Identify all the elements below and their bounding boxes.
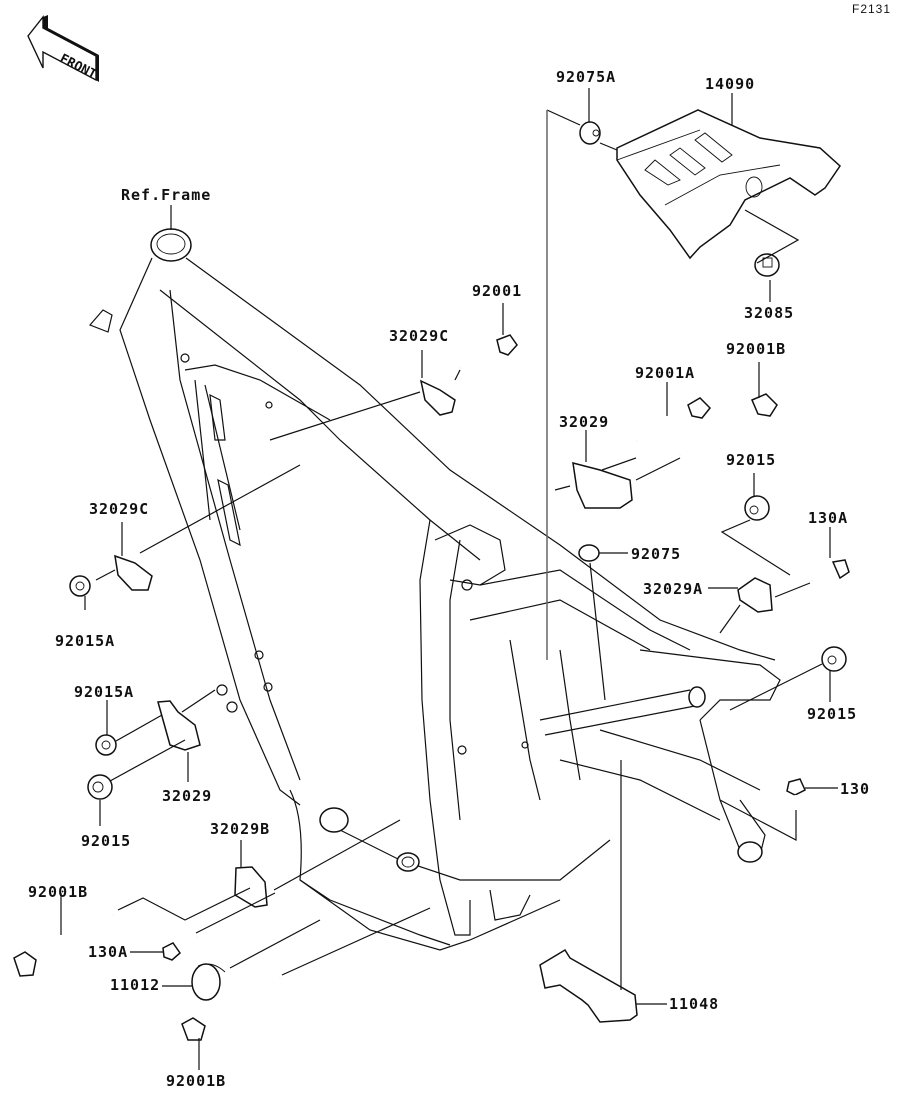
part-92001B-bolt-bottom xyxy=(181,976,281,1041)
front-arrow-icon: FRONT xyxy=(27,14,99,83)
part-32029-bracket-left xyxy=(157,700,201,751)
callout-14090: 14090 xyxy=(705,75,756,93)
callout-32029A: 32029A xyxy=(643,580,704,598)
part-32085-nut xyxy=(754,253,780,277)
part-130-bolt xyxy=(786,778,806,808)
part-92075-grommet xyxy=(578,544,600,562)
callout-92075: 92075 xyxy=(631,545,682,563)
callout-92001A: 92001A xyxy=(635,364,696,382)
callout-92015A-upper: 92015A xyxy=(55,632,116,650)
callout-11012: 11012 xyxy=(110,976,161,994)
part-32029-bracket-right xyxy=(572,461,633,509)
part-92015A-nut-lower xyxy=(95,734,117,756)
part-92001A-bolt xyxy=(636,397,712,443)
callout-92001: 92001 xyxy=(472,282,523,300)
callout-11048: 11048 xyxy=(669,995,720,1013)
motorcycle-frame xyxy=(88,228,781,951)
part-92015-nut-left xyxy=(87,774,113,800)
callout-92001B-left: 92001B xyxy=(28,883,89,901)
part-92001B-bolt-left xyxy=(13,913,114,977)
part-32029C-plate-top xyxy=(419,379,456,416)
callout-92015-right: 92015 xyxy=(807,705,858,723)
part-11048-bracket xyxy=(539,948,638,1023)
part-92015A-nut-upper xyxy=(69,575,91,597)
leader-lines xyxy=(60,88,838,1070)
part-11012-cap xyxy=(191,963,226,1001)
part-32029C-plate-left xyxy=(114,554,153,591)
part-92001-bolt xyxy=(459,334,518,370)
callout-92015-top: 92015 xyxy=(726,451,777,469)
callout-32085: 32085 xyxy=(744,304,795,322)
callout-92015-left: 92015 xyxy=(81,832,132,850)
part-32029B-plate xyxy=(234,866,268,908)
callout-92075A: 92075A xyxy=(556,68,617,86)
part-130A-bolt-right xyxy=(811,559,850,583)
part-92015-nut-top xyxy=(744,495,770,521)
callout-92001B-top: 92001B xyxy=(726,340,787,358)
part-92001B-bolt-top xyxy=(679,393,778,457)
callout-130A-left: 130A xyxy=(88,943,129,961)
callout-130: 130 xyxy=(840,780,871,798)
part-14090-cover xyxy=(616,109,841,260)
part-92075A-grommet xyxy=(579,121,601,145)
callout-32029C-top: 32029C xyxy=(389,327,450,345)
callout-92001B-bottom: 92001B xyxy=(166,1072,227,1090)
callout-32029-right: 32029 xyxy=(559,413,610,431)
callout-32029C-left: 32029C xyxy=(89,500,150,518)
part-32029A-plate xyxy=(737,577,773,613)
ref-frame-label: Ref.Frame xyxy=(121,186,212,204)
part-130A-bolt-left xyxy=(162,935,198,961)
part-92015-nut-right xyxy=(821,646,847,672)
callout-130A-right: 130A xyxy=(808,509,849,527)
callout-92015A-lower: 92015A xyxy=(74,683,135,701)
callout-32029-left: 32029 xyxy=(162,787,213,805)
figure-code: F2131 xyxy=(852,2,892,16)
callout-32029B: 32029B xyxy=(210,820,271,838)
